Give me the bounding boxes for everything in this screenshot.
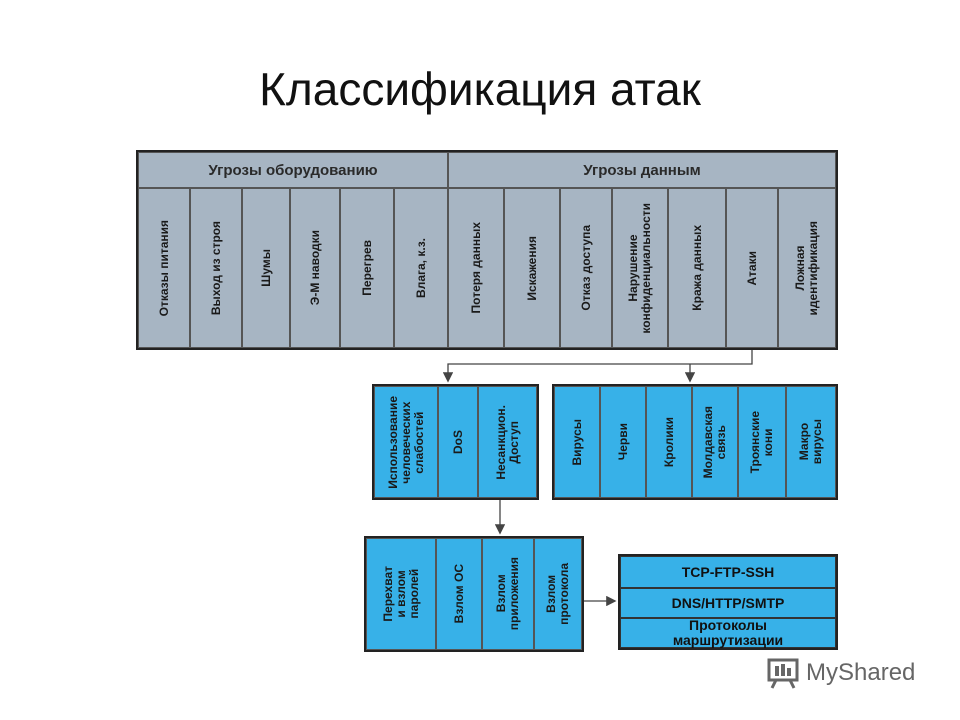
malware-viruses: Вирусы: [554, 386, 600, 498]
malware-macro-viruses: Макро вирусы: [786, 386, 836, 498]
malware-rabbits: Кролики: [646, 386, 692, 498]
connector-attacks-split: [442, 350, 753, 383]
column-distortion: Искажения: [504, 188, 560, 348]
column-em-interference: Э-М наводки: [290, 188, 340, 348]
header-data-threats: Угрозы данным: [448, 152, 836, 188]
protocols-block: TCP-FTP-SSH DNS/HTTP/SMTP Протоколы марш…: [618, 554, 838, 650]
column-power-failure: Отказы питания: [138, 188, 190, 348]
breaches-block: Перехват и взлом паролей Взлом ОС Взлом …: [364, 536, 584, 652]
header-hardware-threats: Угрозы оборудованию: [138, 152, 448, 188]
column-confidentiality-breach: Нарушение конфиденциальности: [612, 188, 668, 348]
attack-dos: DoS: [438, 386, 478, 498]
threat-table: Угрозы оборудованию Угрозы данным Отказы…: [136, 150, 838, 350]
presentation-icon: [767, 658, 799, 689]
column-attacks: Атаки: [726, 188, 778, 348]
protocol-tcp-ftp-ssh: TCP-FTP-SSH: [620, 556, 836, 588]
watermark: MyShared: [766, 656, 915, 690]
malware-block: Вирусы Черви Кролики Молдавская связь Тр…: [552, 384, 838, 500]
protocol-routing: Протоколы маршрутизации: [620, 618, 836, 648]
malware-trojans: Троянские кони: [738, 386, 786, 498]
malware-moldavian-link: Молдавская связь: [692, 386, 738, 498]
breach-password-interception: Перехват и взлом паролей: [366, 538, 436, 650]
attack-human-weakness: Использование человеческих слабостей: [374, 386, 438, 498]
attack-unauthorized-access: Несанкцион. Доступ: [478, 386, 537, 498]
column-moisture: Влага, к.з.: [394, 188, 448, 348]
protocol-dns-http-smtp: DNS/HTTP/SMTP: [620, 588, 836, 618]
breach-application-hack: Взлом приложения: [482, 538, 534, 650]
watermark-text: MyShared: [806, 659, 916, 686]
column-false-identification: Ложная идентификация: [778, 188, 836, 348]
breach-protocol-hack: Взлом протокола: [534, 538, 582, 650]
malware-worms: Черви: [600, 386, 646, 498]
column-hardware-failure: Выход из строя: [190, 188, 242, 348]
column-overheating: Перегрев: [340, 188, 394, 348]
column-access-denial: Отказ доступа: [560, 188, 612, 348]
slide-title: Классификация атак: [259, 63, 701, 115]
column-data-loss: Потеря данных: [448, 188, 504, 348]
column-noise: Шумы: [242, 188, 290, 348]
column-data-theft: Кража данных: [668, 188, 726, 348]
breach-os-hack: Взлом ОС: [436, 538, 482, 650]
attacks-block: Использование человеческих слабостей DoS…: [372, 384, 539, 500]
